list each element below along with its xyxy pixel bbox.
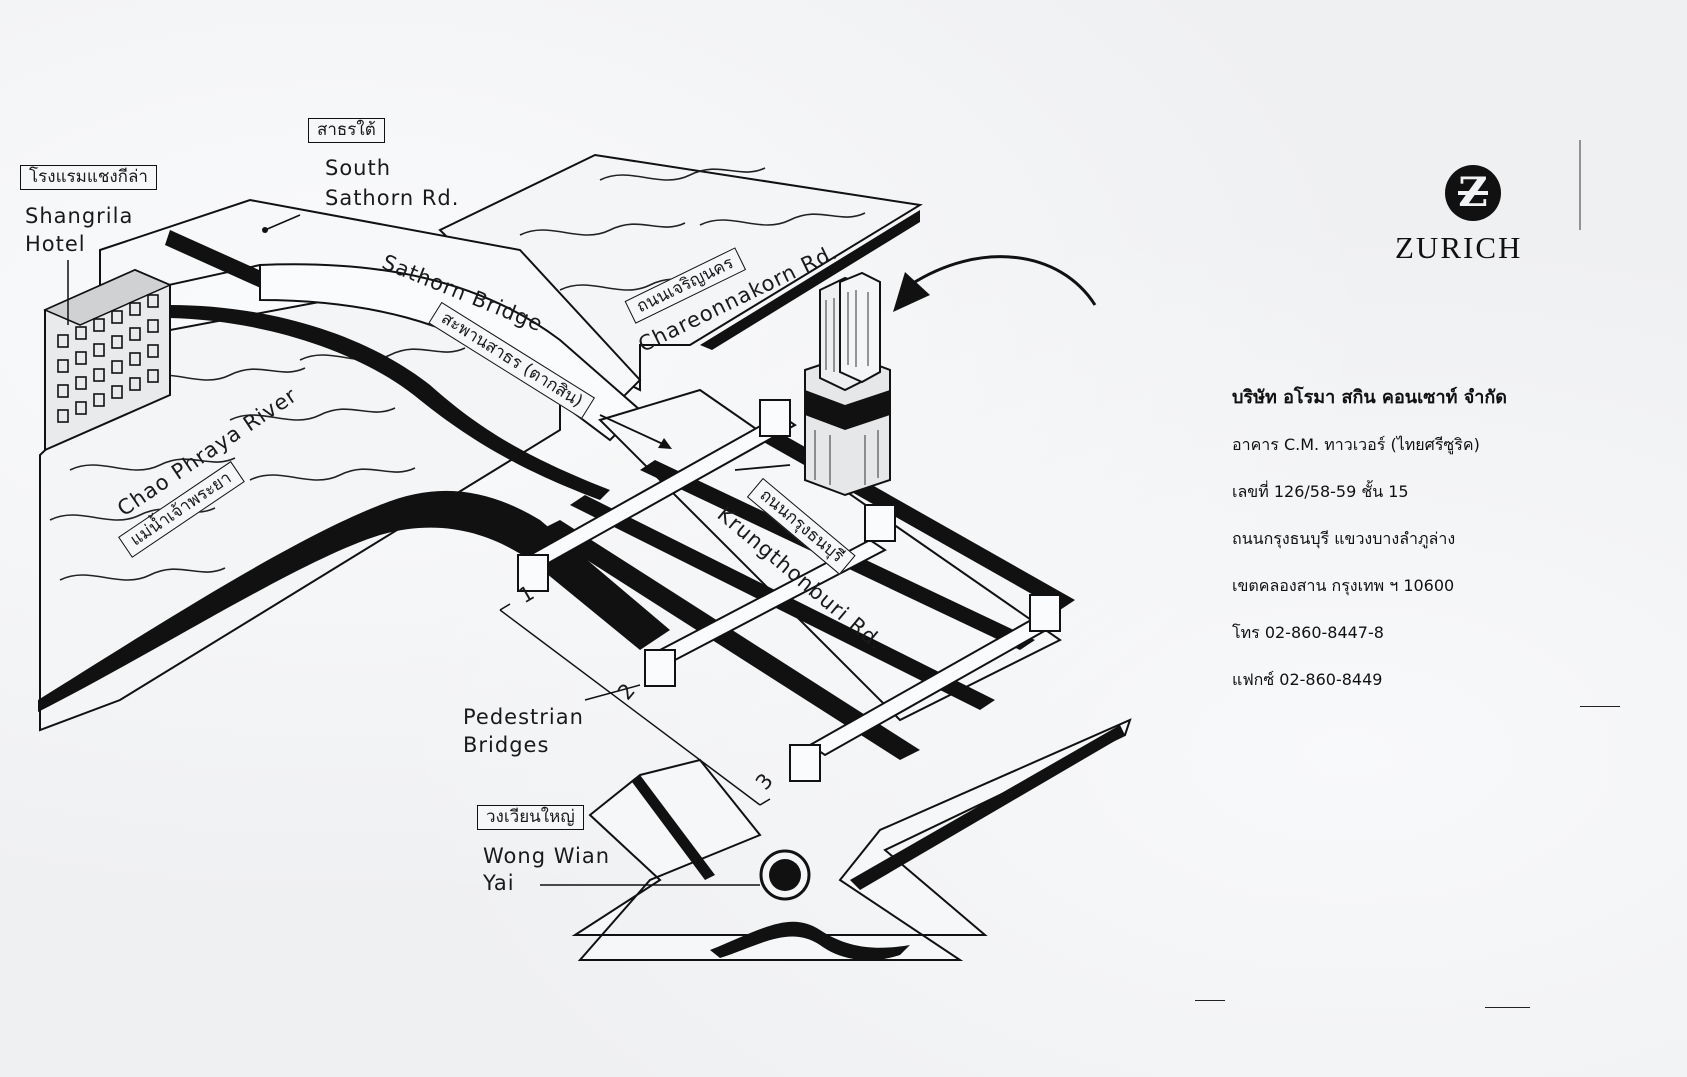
scan-edge-mark: [1195, 1000, 1225, 1001]
wongwian-road: [571, 718, 1132, 961]
wongwian-dark-arc: [710, 921, 910, 961]
wongwian-thai-label: วงเวียนใหญ่: [477, 805, 584, 830]
brand-name: ZURICH: [1395, 230, 1523, 265]
shangrila-thai-label: โรงแรมแชงกีล่า: [20, 165, 157, 190]
wongwian-upper-right-edge: [850, 725, 1125, 890]
wongwian-label-line1: Wong Wian: [483, 844, 611, 868]
tower-pointer-arrowhead: [893, 272, 930, 312]
shangrila-label-line2: Hotel: [25, 232, 86, 256]
upper-land-edge: [700, 210, 920, 350]
south-sathorn-label-line2: Sathorn Rd.: [325, 186, 460, 210]
shangrila-hotel-building: [43, 268, 172, 452]
pedestrian-bridges-label-line2: Bridges: [463, 733, 550, 757]
company-number: เลขที่ 126/58-59 ชั้น 15: [1232, 482, 1409, 501]
bridge-turn-arrow: [734, 464, 791, 471]
pedestrian-leader-line: [540, 684, 760, 886]
south-sathorn-thai-label: สาธรใต้: [308, 118, 385, 143]
cm-tower-building: [804, 271, 891, 497]
shangrila-label-line1: Shangrila: [25, 204, 134, 228]
bridge-number-bracket: [499, 603, 771, 806]
river-waves: [49, 167, 866, 581]
scan-edge-mark: [1485, 1007, 1530, 1008]
company-district: เขตคลองสาน กรุงเทพ ฯ 10600: [1232, 576, 1455, 595]
company-phone: โทร 02-860-8447-8: [1232, 623, 1384, 642]
zurich-logo-icon: Z: [1445, 165, 1501, 221]
scan-edge-mark: [1580, 706, 1620, 707]
bridge-dark-underside: [170, 305, 610, 500]
company-road: ถนนกรุงธนบุรี แขวงบางลำภูล่าง: [1232, 529, 1456, 548]
wongwian-left-edge: [632, 775, 715, 880]
company-address-block: บริษัท อโรมา สกิน คอนเซาท์ จำกัด อาคาร C…: [1232, 382, 1507, 693]
pedestrian-bridges-label-line1: Pedestrian: [463, 705, 584, 729]
company-name: บริษัท อโรมา สกิน คอนเซาท์ จำกัด: [1232, 387, 1507, 408]
roundabout-center: [769, 859, 801, 891]
bridge-direction-arrow: [599, 414, 666, 446]
company-fax: แฟกซ์ 02-860-8449: [1232, 670, 1383, 689]
wongwian-label-line2: Yai: [483, 871, 515, 895]
sathorn-leader-line: [264, 214, 301, 231]
south-sathorn-label-line1: South: [325, 156, 392, 180]
pedestrian-bridges: [517, 399, 1061, 782]
left-block-edge: [38, 490, 670, 712]
company-building: อาคาร C.M. ทาวเวอร์ (ไทยศรีซูริค): [1232, 435, 1480, 454]
tower-pointer-arrow: [909, 255, 1097, 306]
